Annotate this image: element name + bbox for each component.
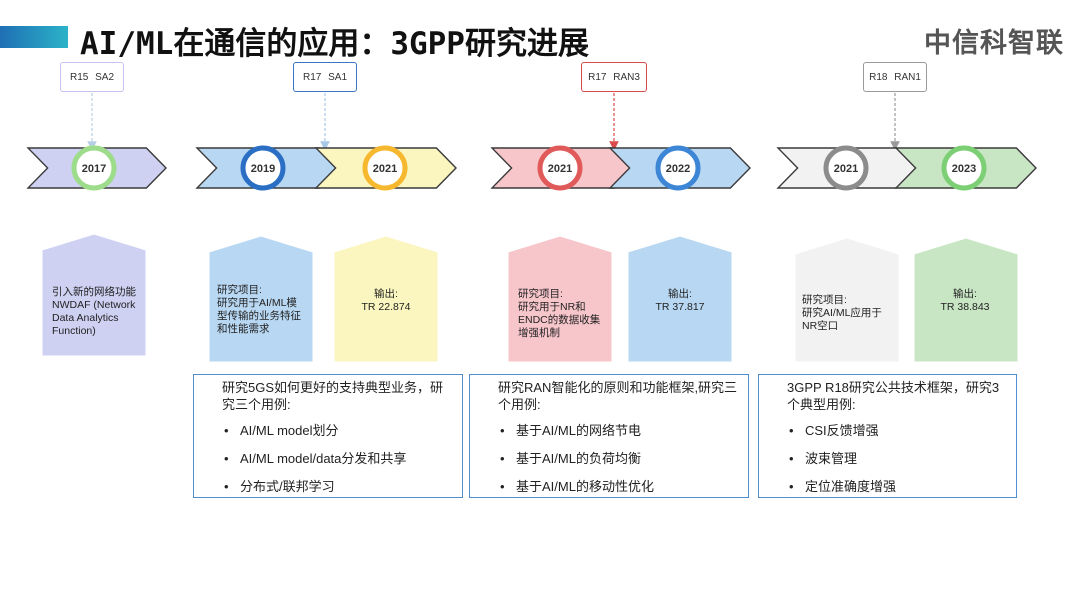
card-line: 研究用于NR和 [518, 301, 586, 313]
year-label: 2021 [548, 163, 572, 175]
year-circle [71, 145, 117, 191]
card-line: 型传输的业务特征 [217, 310, 301, 322]
card-ran1-output: 输出: TR 38.843 [914, 288, 1016, 314]
year-circle [941, 145, 987, 191]
year-label: 2021 [373, 163, 397, 175]
use-case-box-ran3: 研究RAN智能化的原则和功能框架,研究三个用例: •基于AI/ML的网络节电 •… [469, 374, 749, 498]
card-line: 输出: [953, 288, 977, 300]
year-circle [823, 145, 869, 191]
card-sa1-output: 输出: TR 22.874 [334, 288, 438, 314]
card-line: 输出: [668, 288, 692, 300]
use-case-item: •AI/ML model划分 [224, 423, 339, 438]
card-shape [208, 235, 314, 363]
use-case-item: •基于AI/ML的移动性优化 [500, 479, 654, 494]
year-label: 2023 [952, 163, 976, 175]
card-shape [913, 237, 1019, 363]
card-line: 输出: [374, 288, 398, 300]
year-circle [362, 145, 408, 191]
card-ran1-study: 研究项目: 研究AI/ML应用于 NR空口 [802, 294, 894, 333]
card-shape [794, 237, 900, 363]
card-line: TR 38.843 [940, 301, 990, 313]
year-label: 2022 [666, 163, 690, 175]
card-shape [333, 235, 439, 363]
card-line: 研究项目: [518, 288, 563, 300]
use-case-box-title: 研究RAN智能化的原则和功能框架,研究三个用例: [498, 380, 738, 412]
use-case-item: •基于AI/ML的负荷均衡 [500, 451, 641, 466]
card-line: 增强机制 [518, 327, 560, 339]
use-case-box-ran1: 3GPP R18研究公共技术框架，研究3个典型用例: •CSI反馈增强 •波束管… [758, 374, 1017, 498]
card-line: 研究用于AI/ML模 [217, 297, 297, 309]
card-shape [627, 235, 733, 363]
card-shape [41, 233, 147, 357]
use-case-item: •基于AI/ML的网络节电 [500, 423, 641, 438]
release-tag-r17-ran3: R17 RAN3 [581, 62, 647, 92]
year-label: 2019 [251, 163, 275, 175]
card-line: NWDAF (Network [52, 299, 136, 311]
year-circle [537, 145, 583, 191]
year-circle [240, 145, 286, 191]
use-case-item: •AI/ML model/data分发和共享 [224, 451, 407, 466]
card-shape [507, 235, 613, 363]
release-tag-r18-ran1: R18 RAN1 [863, 62, 927, 92]
release-tag-r17-sa1: R17 SA1 [293, 62, 357, 92]
card-line: 研究项目: [217, 284, 262, 296]
card-nwdaf: 引入新的网络功能 NWDAF (Network Data Analytics F… [52, 286, 142, 338]
card-line: ENDC的数据收集 [518, 314, 601, 326]
card-line: Function) [52, 325, 96, 337]
use-case-item: •波束管理 [789, 451, 858, 466]
title-accent-bar [0, 26, 68, 48]
card-line: TR 37.817 [655, 301, 705, 313]
card-line: 引入新的网络功能 [52, 286, 136, 298]
year-label: 2017 [82, 163, 106, 175]
brand-logo: 中信科智联 [924, 28, 1064, 59]
year-circle [655, 145, 701, 191]
use-case-box-title: 研究5GS如何更好的支持典型业务，研究三个用例: [222, 380, 444, 412]
use-case-box-title: 3GPP R18研究公共技术框架，研究3个典型用例: [787, 380, 1000, 412]
card-line: NR空口 [802, 320, 839, 332]
card-sa1-study: 研究项目: 研究用于AI/ML模 型传输的业务特征 和性能需求 [217, 284, 309, 336]
release-tag-r15-sa2: R15 SA2 [60, 62, 124, 92]
card-ran3-output: 输出: TR 37.817 [628, 288, 732, 314]
use-case-box-sa1: 研究5GS如何更好的支持典型业务，研究三个用例: •AI/ML model划分 … [193, 374, 463, 498]
card-ran3-study: 研究项目: 研究用于NR和 ENDC的数据收集 增强机制 [518, 288, 610, 340]
card-line: 研究AI/ML应用于 [802, 307, 882, 319]
card-line: 和性能需求 [217, 323, 270, 335]
use-case-item: •分布式/联邦学习 [224, 479, 335, 494]
use-case-item: •CSI反馈增强 [789, 423, 879, 438]
card-line: 研究项目: [802, 294, 847, 306]
use-case-item: •定位准确度增强 [789, 479, 897, 494]
card-line: Data Analytics [52, 312, 119, 324]
page-title: AI/ML在通信的应用：3GPP研究进展 [80, 26, 589, 62]
year-label: 2021 [834, 163, 858, 175]
card-line: TR 22.874 [361, 301, 411, 313]
